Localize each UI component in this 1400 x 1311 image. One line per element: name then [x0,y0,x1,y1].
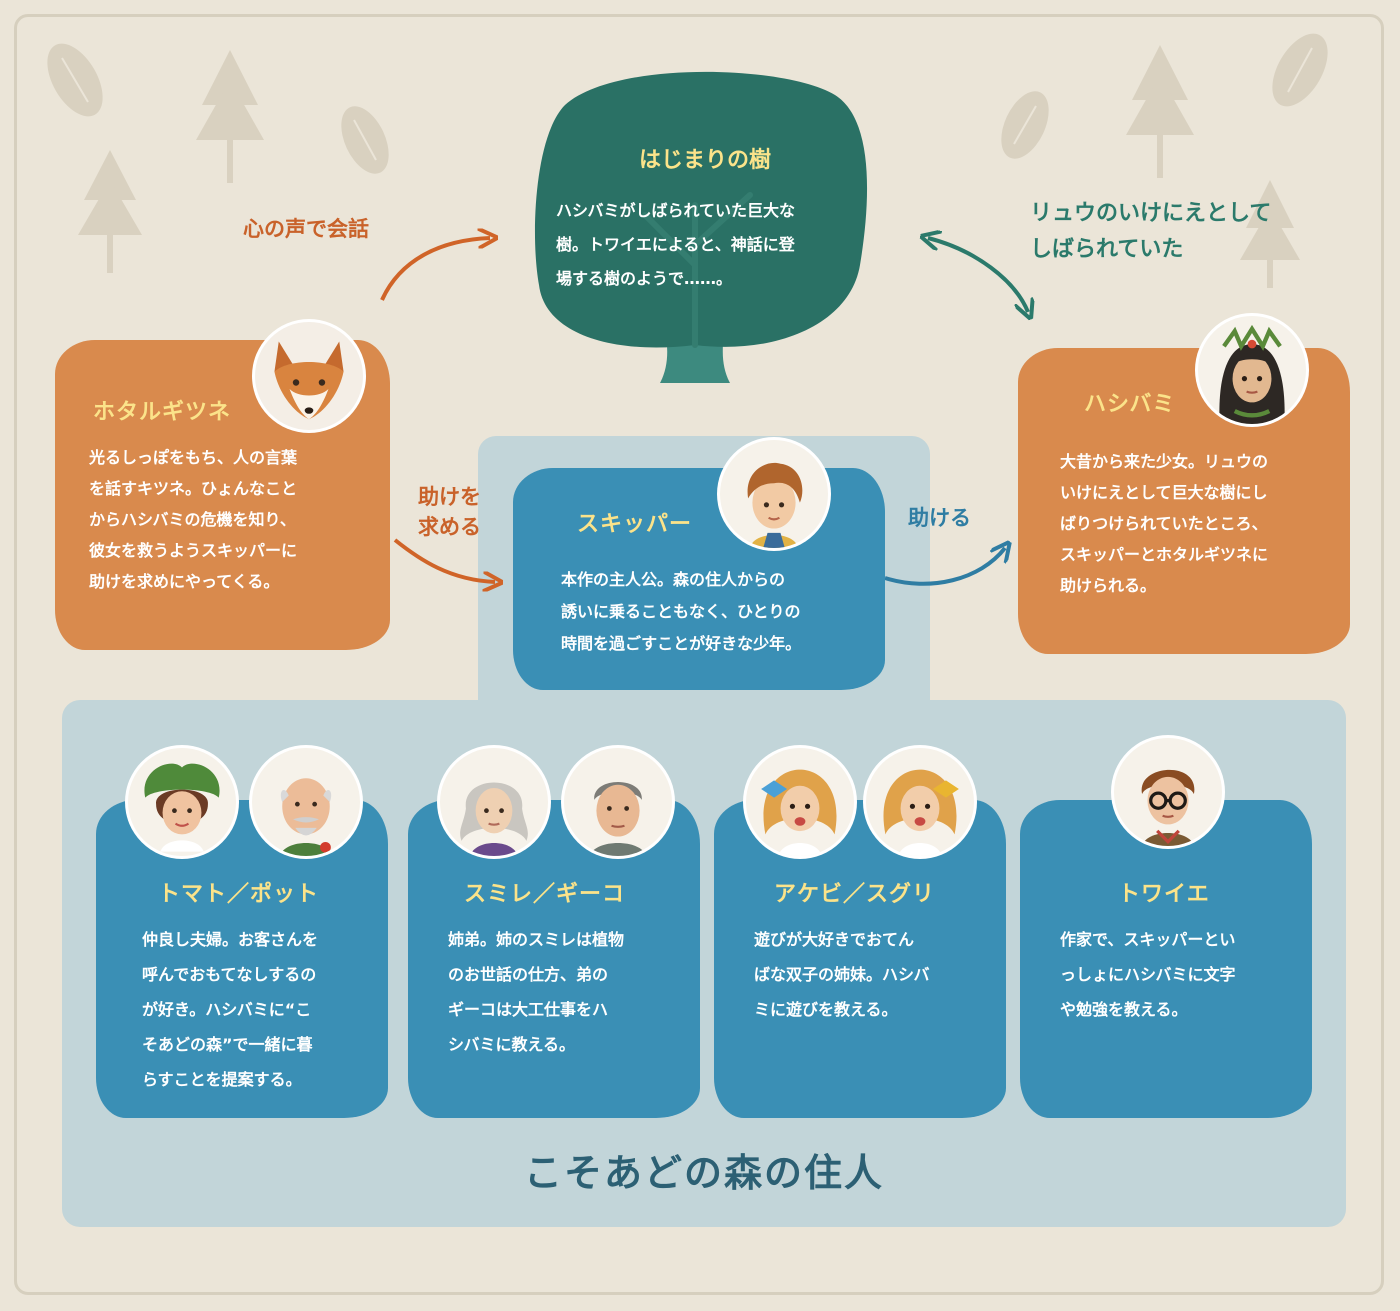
character-name: ホタルギツネ [93,400,232,425]
boy-portrait-icon [720,440,828,548]
page-frame [14,14,1384,1295]
character-card-skipper: スキッパー 本作の主人公。森の住人からの 誘いに乗ることもなく、ひとりの 時間を… [513,468,885,690]
label-skipper-to-hashibami: 助ける [908,506,971,530]
resident-card-tomato-pot: トマト／ポット 仲良し夫婦。お客さんを 呼んでおもてなしするの が好き。ハシバミ… [96,800,388,1118]
tree-name: はじまりの樹 [638,148,771,173]
label-fox-to-skipper: 助けを 求める [418,485,481,539]
resident-description: 遊びが大好きでおてん ばな双子の姉妹。ハシバ ミに遊びを教える。 [754,930,930,1019]
suguri-portrait-icon [866,748,974,856]
arrow-fox-to-skipper [393,538,495,582]
pot-portrait-icon [252,748,360,856]
pine-tree-icon [78,150,142,273]
pine-tree-icon [1240,180,1300,288]
resident-card-akebi-suguri: アケビ／スグリ 遊びが大好きでおてん ばな双子の姉妹。ハシバ ミに遊びを教える。 [714,800,1006,1118]
label-fox-to-tree: 心の声で会話 [243,217,369,241]
origin-tree-icon [534,71,868,383]
resident-name: トワイエ [1118,882,1210,907]
tree-description: ハシバミがしばられていた巨大な 樹。トワイエによると、神話に登 場する樹のようで… [556,201,796,288]
arrow-skipper-to-hashibami [884,548,1005,586]
residents-panel-title: こそあどの森の住人 [523,1151,884,1195]
tomato-portrait-icon [128,748,236,856]
giko-portrait-icon [564,748,672,856]
girl-portrait-icon [1198,316,1306,424]
character-description: 光るしっぽをもち、人の言葉 を話すキツネ。ひょんなこと からハシバミの危機を知り… [89,448,298,591]
character-description: 本作の主人公。森の住人からの 誘いに乗ることもなく、ひとりの 時間を過ごすことが… [561,570,802,653]
resident-name: スミレ／ギーコ [464,882,626,907]
label-tree-hashibami: リュウのいけにえとして しばられていた [1030,201,1272,262]
arrow-fox-to-tree [380,238,490,301]
sumire-portrait-icon [440,748,548,856]
resident-description: 作家で、スキッパーとい っしょにハシバミに文字 や勉強を教える。 [1060,930,1236,1019]
resident-card-twoie: トワイエ 作家で、スキッパーとい っしょにハシバミに文字 や勉強を教える。 [1020,800,1312,1118]
character-name: ハシバミ [1084,392,1176,417]
pine-tree-icon [1126,45,1194,178]
twoie-portrait-icon [1114,738,1222,846]
pine-tree-icon [196,50,264,183]
resident-name: トマト／ポット [158,882,320,907]
resident-card-sumire-giko: スミレ／ギーコ 姉弟。姉のスミレは植物 のお世話の仕方、弟の ギーコは大工仕事を… [408,800,700,1118]
character-name: スキッパー [577,512,693,537]
resident-description: 姉弟。姉のスミレは植物 のお世話の仕方、弟の ギーコは大工仕事をハ シバミに教え… [448,930,625,1054]
akebi-portrait-icon [746,748,854,856]
fox-portrait-icon [255,322,363,430]
arrow-tree-hashibami [928,238,1028,312]
resident-description: 仲良し夫婦。お客さんを 呼んでおもてなしするの が好き。ハシバミに“こ そあどの… [142,930,319,1089]
resident-name: アケビ／スグリ [774,882,936,907]
character-description: 大昔から来た少女。リュウの いけにえとして巨大な樹にし ばりつけられていたところ… [1060,452,1269,595]
